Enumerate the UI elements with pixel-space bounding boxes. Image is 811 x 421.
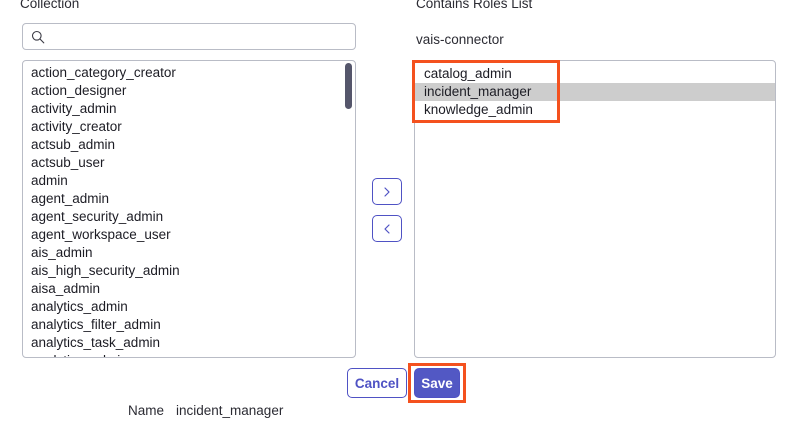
source-list-item[interactable]: action_designer xyxy=(31,83,127,98)
source-list-item[interactable]: analytics_admin xyxy=(31,299,128,314)
search-input-wrapper[interactable] xyxy=(22,23,356,50)
source-list-item[interactable]: aisa_admin xyxy=(31,281,101,296)
source-list-item[interactable]: activity_admin xyxy=(31,101,117,116)
connector-name-label: vais-connector xyxy=(416,32,504,47)
add-role-button[interactable] xyxy=(372,178,402,205)
source-list-item[interactable]: ais_high_security_admin xyxy=(31,263,180,278)
chevron-right-icon xyxy=(381,186,393,198)
source-list-item[interactable]: analytics_task_admin xyxy=(31,335,161,350)
contains-roles-list-item[interactable]: knowledge_admin xyxy=(424,102,533,117)
source-list-item[interactable]: agent_security_admin xyxy=(31,209,164,224)
name-field-value: incident_manager xyxy=(176,403,284,418)
source-list-item[interactable]: ais_admin xyxy=(31,245,93,260)
source-list-item[interactable]: agent_workspace_user xyxy=(31,227,171,242)
name-field-label: Name xyxy=(128,403,165,418)
contains-roles-list-label: Contains Roles List xyxy=(416,0,533,11)
source-list-item[interactable]: action_category_creator xyxy=(31,65,176,80)
search-icon xyxy=(31,30,45,44)
chevron-left-icon xyxy=(381,223,393,235)
source-list-item[interactable]: agent_admin xyxy=(31,191,110,206)
remove-role-button[interactable] xyxy=(372,215,402,242)
search-input[interactable] xyxy=(45,23,347,50)
source-list-item[interactable]: analytics_admin xyxy=(23,352,355,357)
collection-label: Collection xyxy=(20,0,80,11)
contains-roles-list-item[interactable]: catalog_admin xyxy=(424,66,512,81)
source-list-item[interactable]: actsub_user xyxy=(31,155,105,170)
cancel-button[interactable]: Cancel xyxy=(347,368,407,398)
source-list-item[interactable]: analytics_filter_admin xyxy=(31,317,161,332)
source-list-item[interactable]: activity_creator xyxy=(31,119,122,134)
scrollbar-thumb[interactable] xyxy=(345,63,352,109)
contains-roles-list-item[interactable]: incident_manager xyxy=(415,83,775,101)
source-list-item[interactable]: admin xyxy=(31,173,68,188)
save-button[interactable]: Save xyxy=(414,368,460,398)
source-list-scrollbar[interactable] xyxy=(345,63,352,357)
source-list-item[interactable]: actsub_admin xyxy=(31,137,116,152)
